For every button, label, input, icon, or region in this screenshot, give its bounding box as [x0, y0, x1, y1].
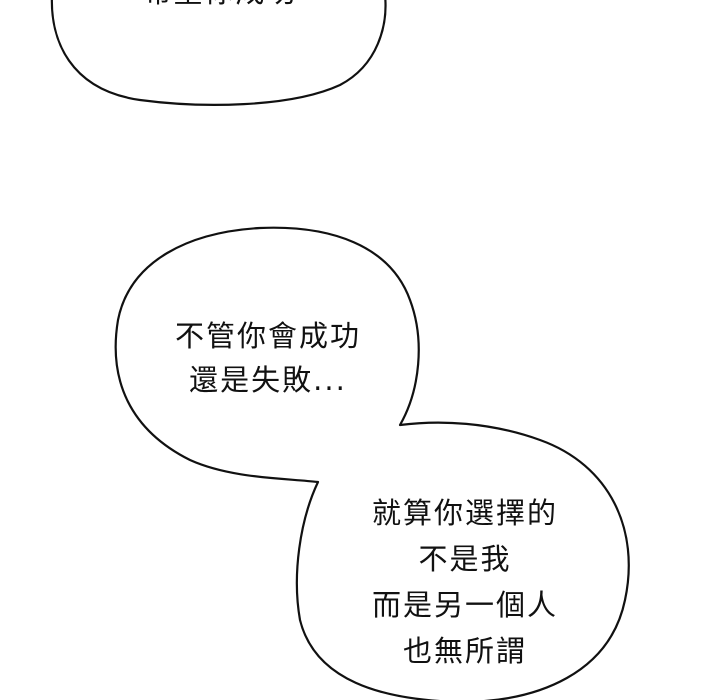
- middle-bubble-line-1: 不管你會成功: [174, 319, 361, 353]
- bottom-bubble-line-2: 不是我: [418, 542, 512, 576]
- middle-bubble-text: 不管你會成功 還是失敗...: [150, 314, 386, 402]
- connected-speech-bubbles: [114, 226, 630, 700]
- bottom-bubble-text: 就算你選擇的 不是我 而是另一個人 也無所謂: [340, 490, 590, 674]
- top-bubble-text: 希望你成功: [90, 0, 350, 14]
- top-bubble-line: 希望你成功: [90, 0, 350, 14]
- top-speech-bubble: [50, 0, 387, 106]
- bottom-bubble-line-4: 也無所謂: [402, 634, 527, 668]
- bottom-bubble-line-1: 就算你選擇的: [371, 496, 558, 530]
- middle-bubble-line-2: 還是失敗...: [189, 363, 347, 397]
- bottom-bubble-line-3: 而是另一個人: [371, 588, 558, 622]
